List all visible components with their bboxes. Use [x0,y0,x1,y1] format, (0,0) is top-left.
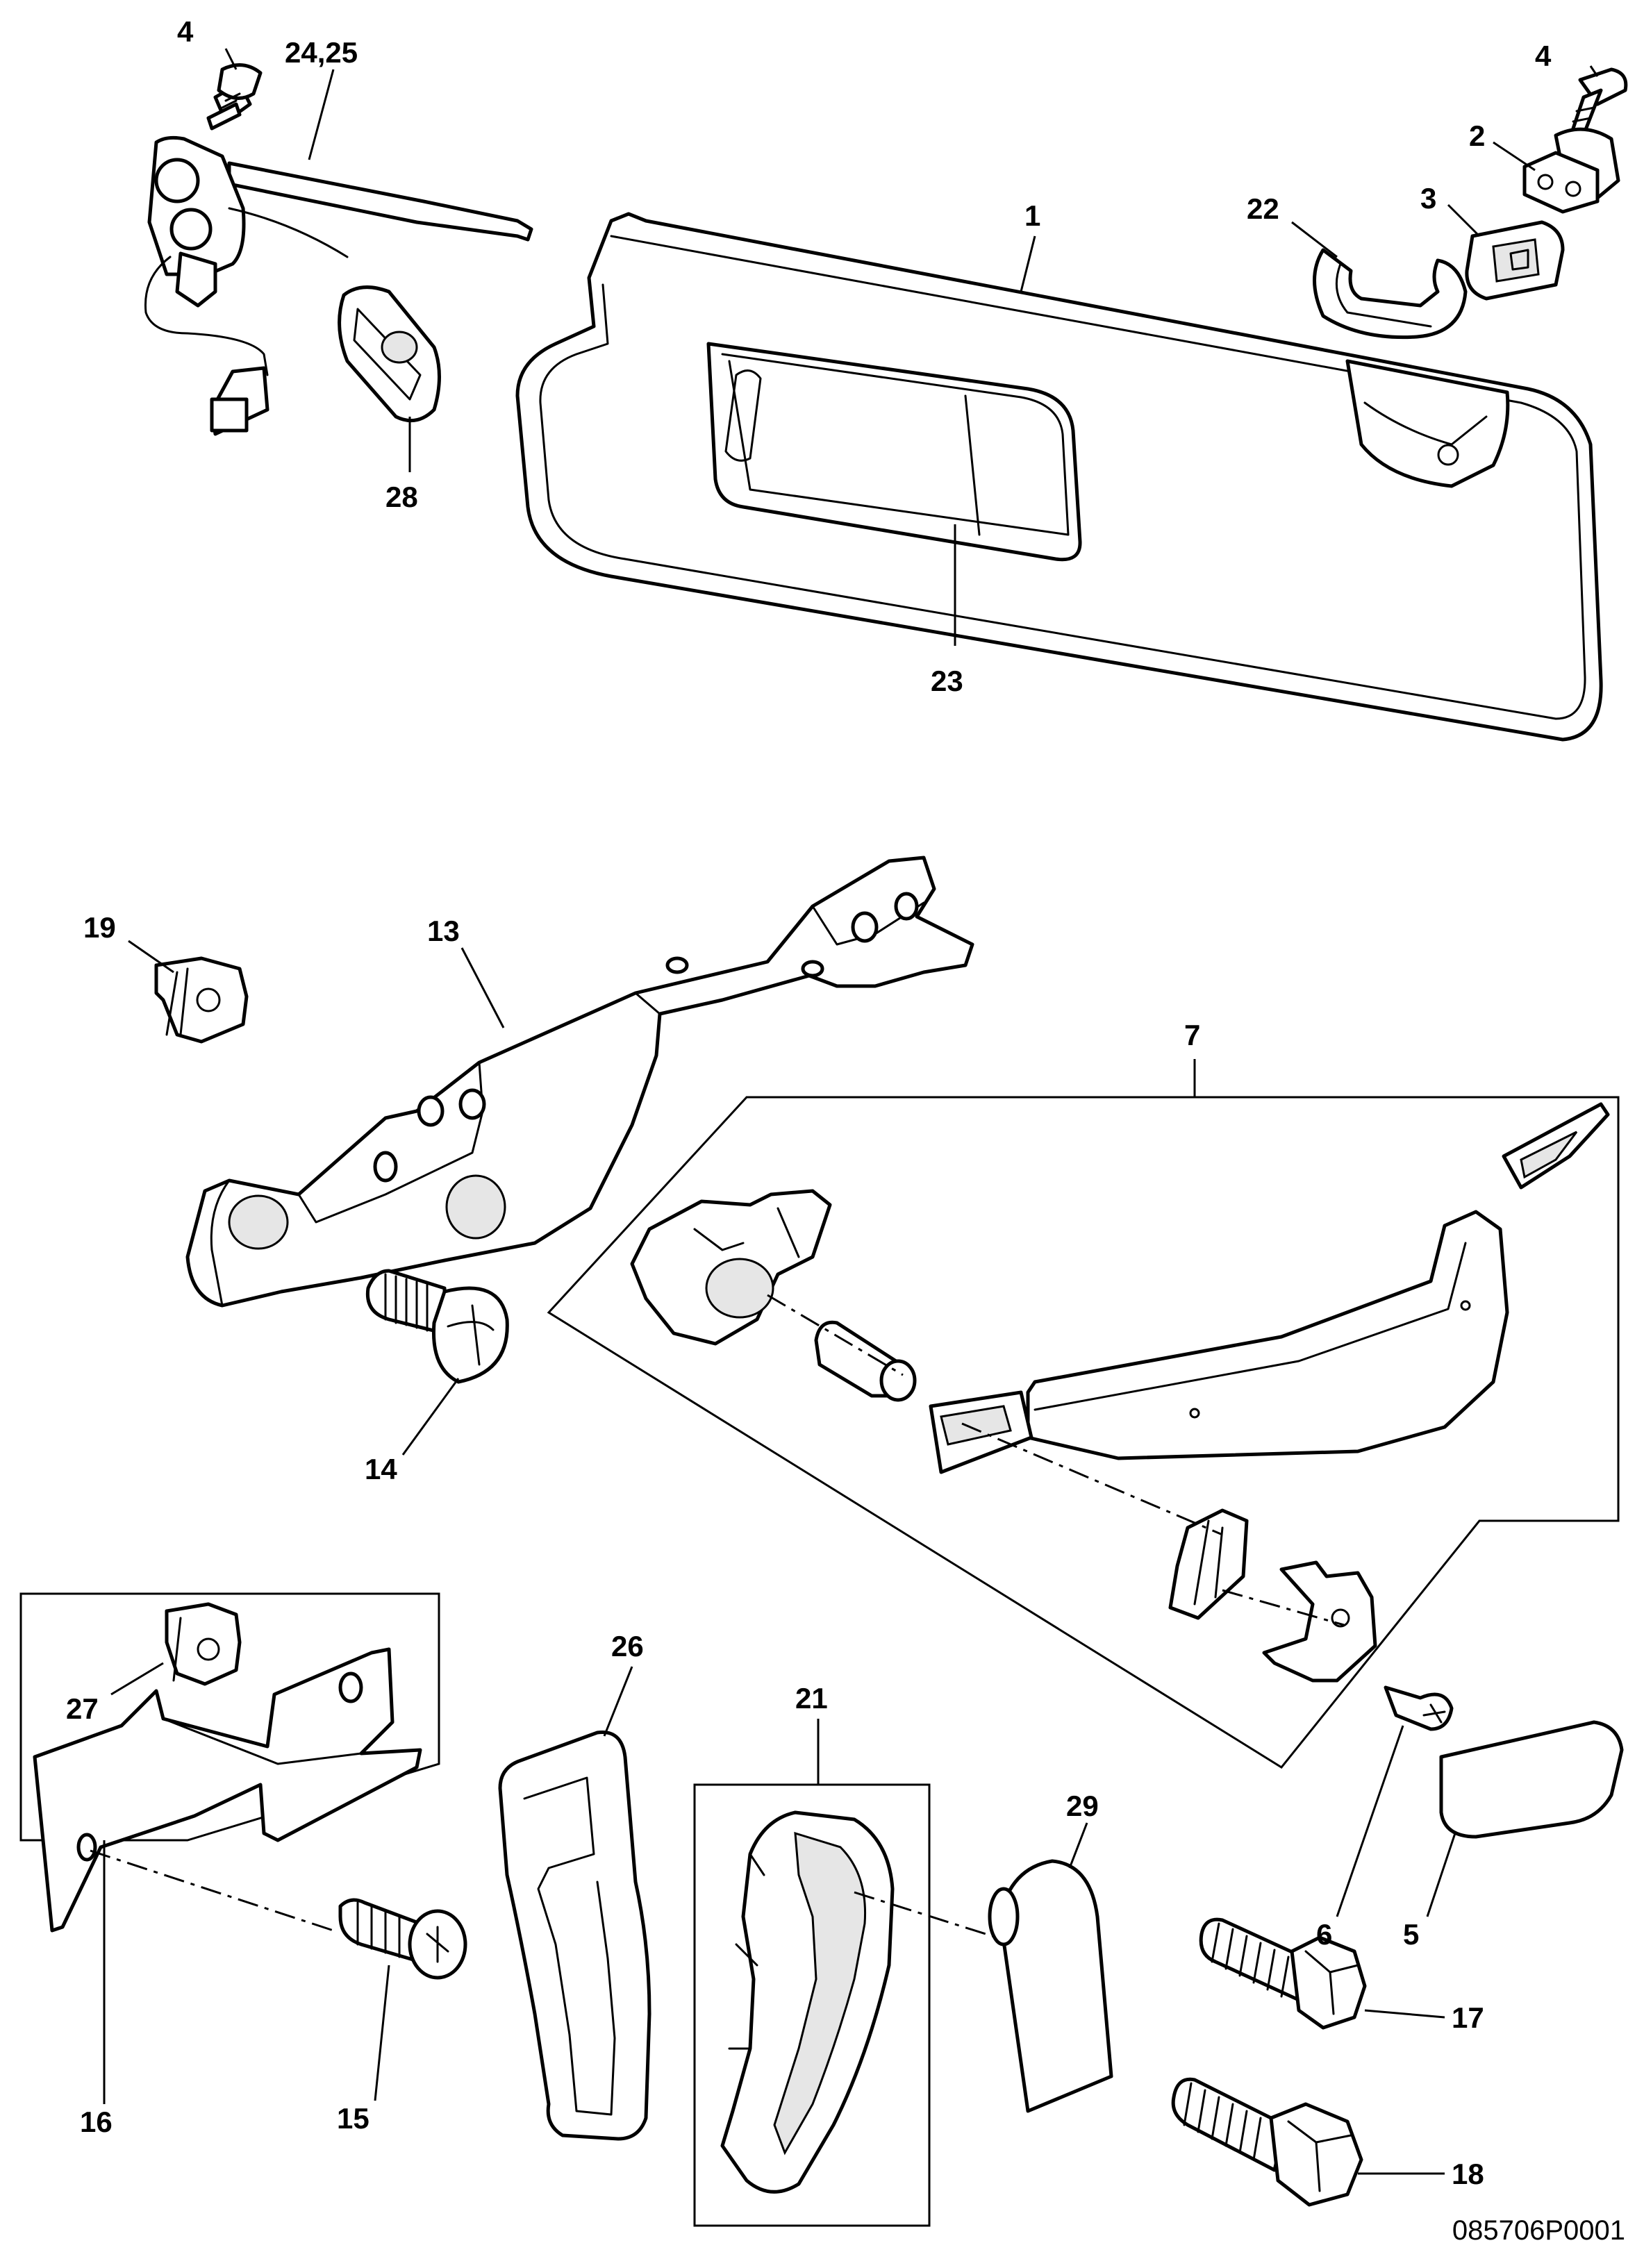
callout-19: 19 [83,911,116,944]
callout-18: 18 [1452,2158,1484,2190]
screw-part-4-left [206,63,263,131]
vanity-mirror-part-23 [706,342,1082,562]
mounting-bracket-part-13 [185,856,974,1308]
bracket-kit-part-16 [19,1592,467,1980]
callout-14: 14 [365,1453,397,1485]
callout-28: 28 [385,481,418,513]
clip-nut-part-19 [154,956,249,1044]
callout-24-25: 24,25 [285,36,358,69]
cover-cap-part-29 [988,1859,1113,2113]
bolt-part-17 [1199,1917,1367,2030]
clip-bezel-part-3 [1465,220,1565,301]
seal-part-26 [498,1730,651,2141]
sun-visor-part-1 [515,212,1603,742]
callout-7: 7 [1184,1019,1200,1051]
pivot-cover-part-28 [338,285,441,423]
visor-rod-part-24-25 [144,135,533,436]
end-cap-part-5 [1439,1720,1624,1839]
callout-6: 6 [1316,1918,1332,1951]
callout-2: 2 [1469,119,1485,152]
callout-29: 29 [1066,1790,1099,1822]
callout-1: 1 [1024,199,1040,232]
callout-27: 27 [66,1692,99,1725]
leader-lines [103,48,1599,2175]
callout-4-left: 4 [177,15,194,48]
retainer-loop-part-22 [1313,248,1468,340]
countersunk-screw-part-14 [365,1269,509,1384]
grab-handle-assembly-part-7 [547,1096,1620,1769]
callout-23: 23 [931,665,963,697]
callout-22: 22 [1247,192,1279,225]
callout-17: 17 [1452,2001,1484,2034]
reference-code: 085706P0001 [1452,2215,1625,2246]
handle-assembly-part-21 [693,1783,997,2227]
callout-4-right: 4 [1535,40,1552,72]
callout-15: 15 [337,2102,370,2135]
callout-26: 26 [611,1630,644,1662]
bolt-part-18 [1171,2077,1363,2207]
callout-labels: 1 2 3 4 4 5 6 7 13 14 15 16 17 18 19 21 … [66,15,1625,2246]
callout-13: 13 [427,915,460,947]
callout-3: 3 [1420,182,1436,215]
visor-clip-part-2 [1522,127,1620,214]
callout-5: 5 [1403,1918,1419,1951]
callout-16: 16 [80,2106,113,2138]
callout-21: 21 [795,1682,828,1715]
